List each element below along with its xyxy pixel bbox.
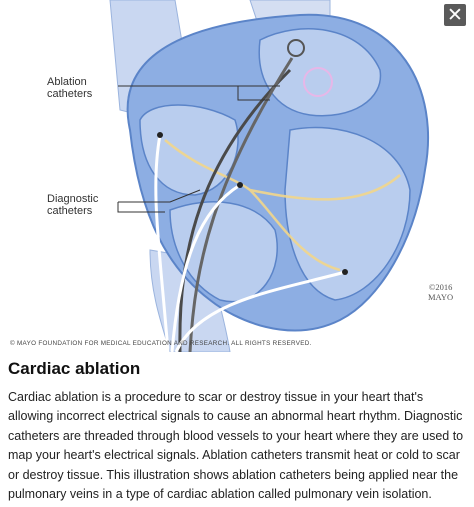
- conduction-pathway: [164, 139, 401, 272]
- lasso-catheter-loop: [287, 39, 305, 57]
- diagnostic-leader-line-2: [117, 202, 165, 213]
- ablation-leader-line-2: [237, 86, 270, 101]
- diagnostic-catheter-3: [174, 270, 346, 352]
- close-icon[interactable]: ✕: [444, 4, 466, 26]
- illustration-figure: ✕ Ablation catheters Diagnostic catheter…: [10, 0, 466, 352]
- copyright-owner-line: MAYO: [428, 292, 454, 302]
- catheter-tip-3: [342, 269, 348, 275]
- catheter-tip-1: [157, 132, 163, 138]
- ablation-catheters-label: Ablation catheters: [47, 76, 93, 100]
- diagnostic-catheter-1: [154, 134, 170, 352]
- copyright-year-line: ©2016: [428, 282, 453, 292]
- ablation-catheter-1: [178, 68, 292, 352]
- diagnostic-catheter-2: [170, 183, 241, 352]
- diagnostic-catheters-label: Diagnostic catheters: [47, 193, 99, 217]
- left-ventricle: [284, 126, 411, 301]
- copyright-year: ©2016 MAYO: [428, 282, 453, 302]
- heart-illustration: [109, 0, 430, 352]
- foundation-copyright: © MAYO FOUNDATION FOR MEDICAL EDUCATION …: [10, 340, 312, 347]
- caption-title: Cardiac ablation: [8, 359, 141, 378]
- pulmonary-vein-ring: [303, 67, 333, 97]
- diagnostic-leader-line: [118, 189, 201, 203]
- caption-body: Cardiac ablation is a procedure to scar …: [8, 390, 464, 502]
- ablation-catheter-2: [188, 57, 294, 352]
- catheter-tip-2: [237, 182, 243, 188]
